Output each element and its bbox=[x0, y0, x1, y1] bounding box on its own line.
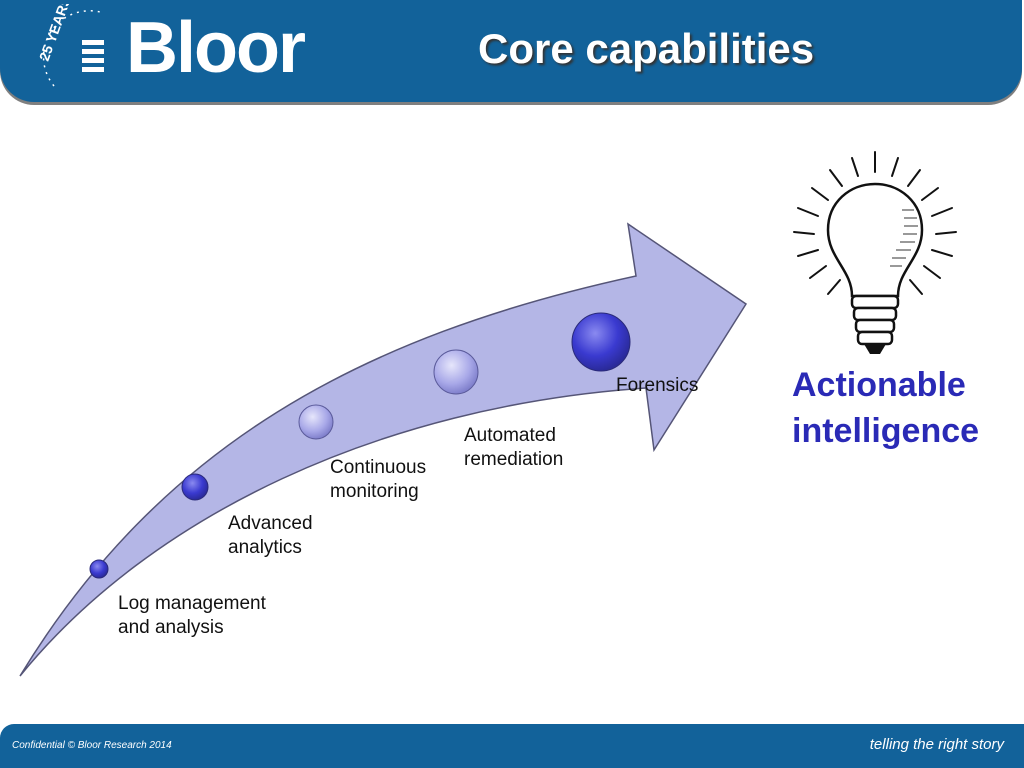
milestone-circle-2 bbox=[181, 473, 209, 501]
page-title: Core capabilities bbox=[478, 25, 815, 72]
lightbulb-icon bbox=[793, 151, 957, 354]
step-label-forensics: Forensics bbox=[616, 375, 699, 396]
milestone-circle-1 bbox=[89, 559, 109, 579]
step-label-log-management: Log management and analysis bbox=[118, 593, 266, 638]
step-label-continuous-monitoring: Continuous monitoring bbox=[330, 457, 427, 502]
milestone-circle-4 bbox=[433, 349, 479, 395]
logo-badge-text: 25 YEARS bbox=[36, 4, 74, 63]
logo-text: Bloor bbox=[126, 8, 306, 88]
header-bar: 25 YEARS Bloor Core capabilities bbox=[0, 0, 1022, 102]
milestone-circle-3 bbox=[298, 404, 334, 440]
step-label-advanced-analytics: Advanced analytics bbox=[228, 513, 313, 558]
bloor-logo: 25 YEARS Bloor bbox=[34, 0, 334, 100]
footer-copyright: Confidential © Bloor Research 2014 bbox=[12, 740, 172, 751]
step-label-automated-remediation: Automated remediation bbox=[464, 425, 564, 470]
capabilities-diagram: Log management and analysis Advanced ana… bbox=[0, 106, 1024, 722]
milestone-circle-5 bbox=[571, 312, 631, 372]
progress-arrow bbox=[19, 222, 748, 677]
footer-tagline: telling the right story bbox=[869, 736, 1004, 753]
footer: Confidential © Bloor Research 2014 telli… bbox=[0, 724, 1024, 768]
header: 25 YEARS Bloor Core capabilities bbox=[0, 0, 1024, 106]
logo-badge-icon: 25 YEARS bbox=[36, 0, 104, 87]
outcome-label: Actionable intelligence bbox=[792, 366, 980, 450]
